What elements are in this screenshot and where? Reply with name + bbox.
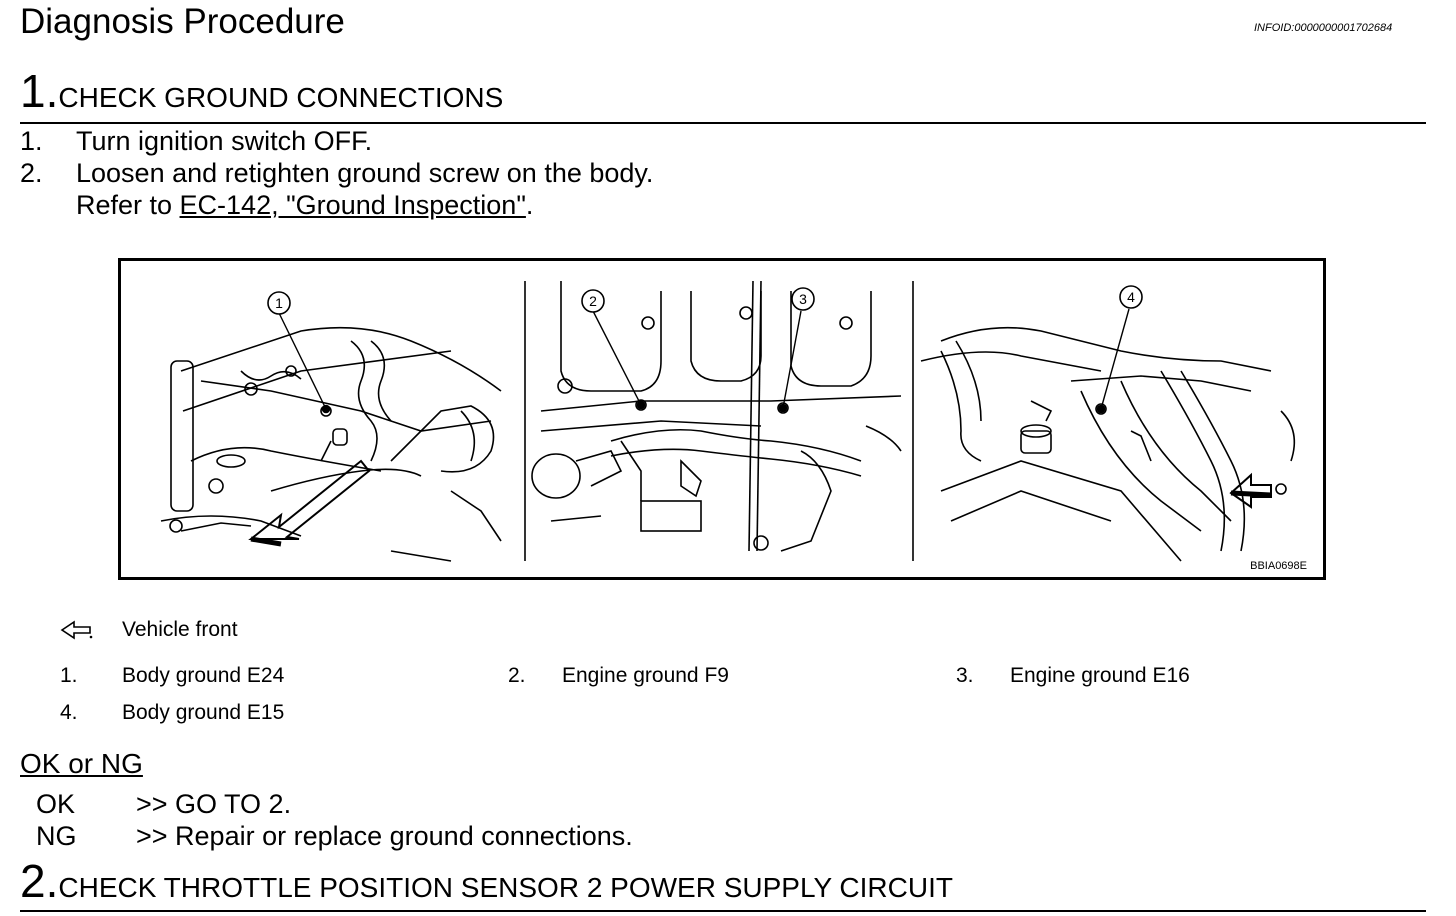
refer-line: Refer to EC-142, "Ground Inspection". bbox=[76, 190, 533, 221]
step-1-heading: 1.CHECK GROUND CONNECTIONS bbox=[20, 68, 503, 114]
callout-4-marker bbox=[1119, 285, 1143, 309]
instruction-text: Loosen and retighten ground screw on the… bbox=[76, 158, 654, 188]
instruction-1: 1. Turn ignition switch OFF. bbox=[20, 126, 372, 157]
legend-vehicle-front: Vehicle front bbox=[60, 618, 238, 642]
vehicle-front-arrow-icon bbox=[60, 620, 93, 640]
step-1-title: CHECK GROUND CONNECTIONS bbox=[58, 82, 504, 113]
result-ng: NG >> Repair or replace ground connection… bbox=[36, 821, 633, 852]
refer-suffix: . bbox=[525, 190, 534, 220]
step-1-number: 1. bbox=[20, 65, 59, 117]
instruction-text: Turn ignition switch OFF. bbox=[76, 126, 373, 156]
instruction-number: 1. bbox=[20, 126, 43, 156]
instruction-number: 2. bbox=[20, 158, 43, 188]
step-2-title: CHECK THROTTLE POSITION SENSOR 2 POWER S… bbox=[58, 872, 953, 903]
legend-item-2: 2. Engine ground F9 bbox=[508, 664, 729, 688]
callout-4-label: 4 bbox=[1127, 289, 1135, 305]
ok-action: >> GO TO 2. bbox=[136, 789, 292, 819]
callout-1-marker bbox=[267, 291, 291, 315]
info-id: INFOID:0000000001702684 bbox=[1254, 22, 1393, 34]
refer-prefix: Refer to bbox=[76, 190, 180, 220]
legend-number: 2. bbox=[508, 664, 526, 687]
page-title: Diagnosis Procedure bbox=[20, 2, 345, 41]
figure-code: BBIA0698E bbox=[1250, 560, 1307, 572]
ground-inspection-link[interactable]: EC-142, "Ground Inspection" bbox=[179, 190, 526, 220]
legend-item-1: 1. Body ground E24 bbox=[60, 664, 284, 688]
result-ok: OK >> GO TO 2. bbox=[36, 789, 291, 820]
legend-text: Engine ground F9 bbox=[562, 664, 729, 687]
legend-number: 1. bbox=[60, 664, 78, 687]
engine-bay-illustration: 1 2 3 4 BBIA0698E bbox=[160, 280, 1307, 572]
legend-number: 4. bbox=[60, 701, 78, 724]
ng-action: >> Repair or replace ground connections. bbox=[136, 821, 633, 851]
callout-2-marker bbox=[581, 289, 605, 313]
step-2-number: 2. bbox=[20, 855, 59, 907]
legend-text: Body ground E24 bbox=[122, 664, 285, 687]
callout-1-label: 1 bbox=[275, 295, 283, 311]
instruction-2: 2. Loosen and retighten ground screw on t… bbox=[20, 158, 653, 189]
callout-2-label: 2 bbox=[589, 293, 597, 309]
step-1-rule bbox=[20, 122, 1426, 124]
legend-item-3: 3. Engine ground E16 bbox=[956, 664, 1190, 688]
ng-key: NG bbox=[36, 821, 77, 851]
legend-text: Engine ground E16 bbox=[1010, 664, 1190, 687]
ok-key: OK bbox=[36, 789, 76, 819]
callout-3-label: 3 bbox=[799, 291, 807, 307]
legend-item-4: 4. Body ground E15 bbox=[60, 701, 284, 725]
legend-text: Body ground E15 bbox=[122, 701, 285, 724]
ok-ng-heading: OK or NG bbox=[20, 748, 143, 779]
ground-locations-figure: 1 2 3 4 BBIA0698E bbox=[118, 258, 1326, 580]
legend-number: 3. bbox=[956, 664, 974, 687]
step-2-rule bbox=[20, 910, 1426, 912]
vehicle-front-text: Vehicle front bbox=[122, 618, 238, 641]
callout-3-marker bbox=[791, 287, 815, 311]
step-2-heading: 2.CHECK THROTTLE POSITION SENSOR 2 POWER… bbox=[20, 858, 953, 904]
